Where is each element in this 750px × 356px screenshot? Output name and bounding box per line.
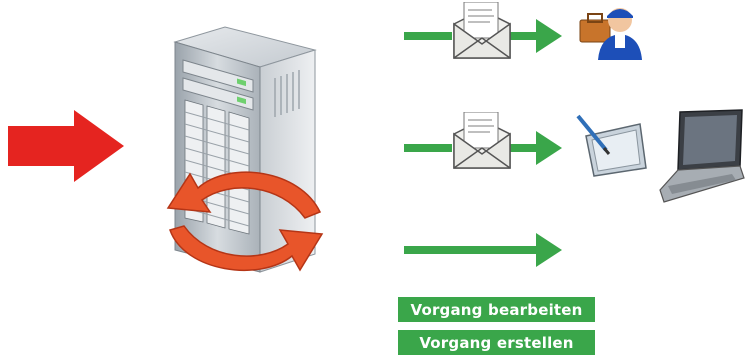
flow-arrow-3-icon: [404, 233, 562, 267]
envelope-icon: [453, 2, 511, 59]
flow-arrow-2-icon: [404, 131, 562, 165]
label-edit-process: Vorgang bearbeiten: [398, 297, 595, 322]
server-icon: [173, 26, 317, 273]
input-arrow-icon: [8, 110, 124, 182]
technician-icon: [579, 8, 642, 60]
laptop-icon: [659, 109, 745, 203]
drawing-tablet-icon: [576, 114, 647, 177]
sync-arrows-icon: [166, 171, 324, 272]
label-create-process: Vorgang erstellen: [398, 330, 595, 355]
envelope-icon: [453, 112, 511, 169]
flow-arrow-1-icon: [404, 19, 562, 53]
